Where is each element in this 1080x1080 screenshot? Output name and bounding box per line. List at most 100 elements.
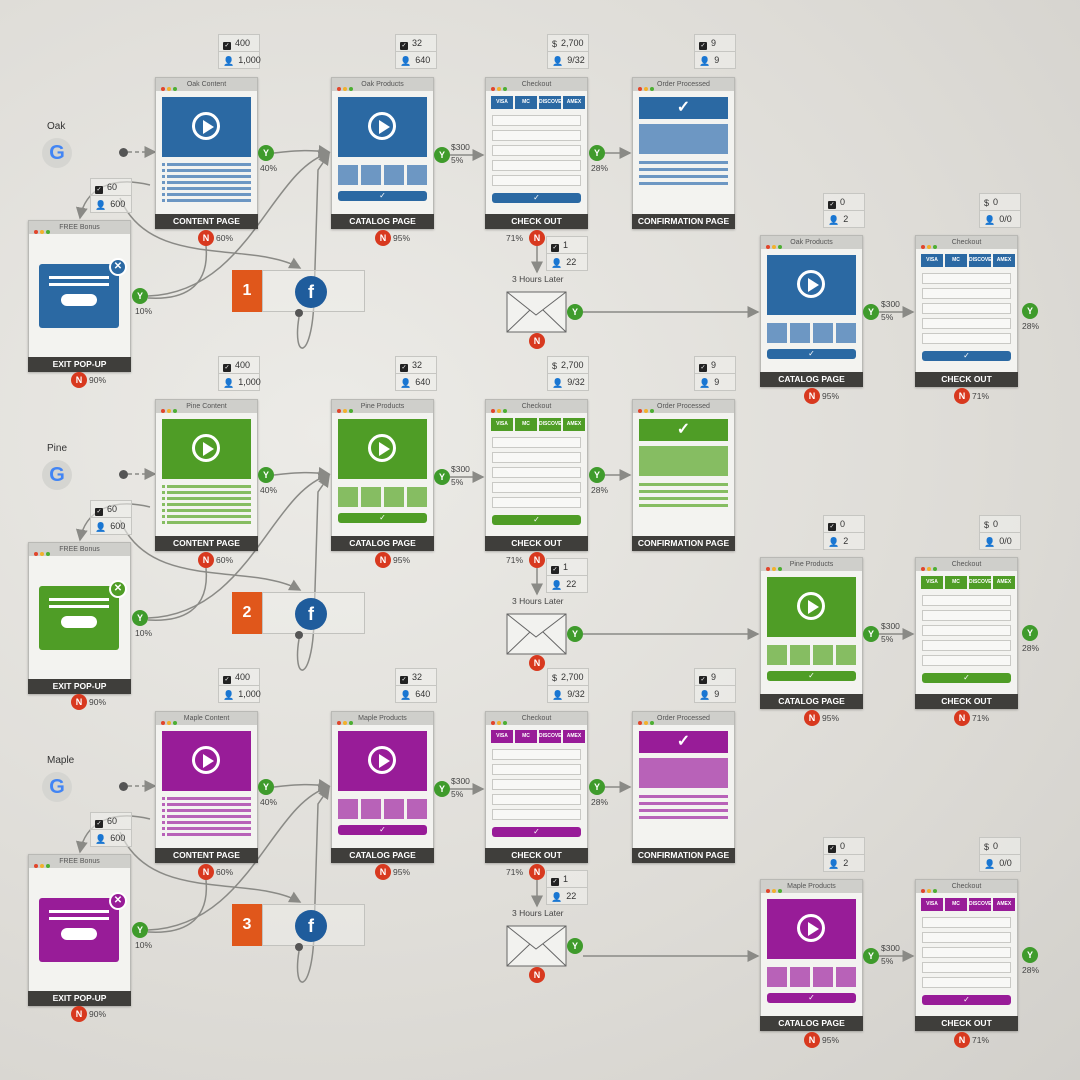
- yes-badge[interactable]: Y: [434, 147, 450, 163]
- no-badge[interactable]: N: [529, 864, 545, 880]
- form-field[interactable]: [922, 977, 1011, 988]
- form-field[interactable]: [492, 749, 581, 760]
- form-field[interactable]: [922, 333, 1011, 344]
- google-icon[interactable]: G: [42, 138, 72, 168]
- buy-button[interactable]: ✓: [767, 993, 856, 1003]
- form-field[interactable]: [922, 655, 1011, 666]
- form-field[interactable]: [922, 917, 1011, 928]
- no-badge[interactable]: N: [804, 388, 820, 404]
- google-icon[interactable]: G: [42, 460, 72, 490]
- yes-badge[interactable]: Y: [132, 922, 148, 938]
- popup-node[interactable]: FREE Bonus✕EXIT POP-UP: [28, 542, 131, 694]
- submit-button[interactable]: ✓: [492, 515, 581, 525]
- form-field[interactable]: [492, 130, 581, 141]
- envelope-icon[interactable]: [506, 925, 567, 967]
- form-field[interactable]: [922, 640, 1011, 651]
- confirm-node[interactable]: Order Processed✓CONFIRMATION PAGE: [632, 77, 735, 229]
- no-badge[interactable]: N: [198, 864, 214, 880]
- envelope-icon[interactable]: [506, 291, 567, 333]
- yes-badge[interactable]: Y: [863, 948, 879, 964]
- yes-badge[interactable]: Y: [567, 938, 583, 954]
- play-icon[interactable]: [797, 270, 825, 298]
- form-field[interactable]: [492, 482, 581, 493]
- google-icon[interactable]: G: [42, 772, 72, 802]
- no-badge[interactable]: N: [529, 552, 545, 568]
- no-badge[interactable]: N: [529, 230, 545, 246]
- catalog-node[interactable]: Maple Products✓CATALOG PAGE: [760, 879, 863, 1031]
- buy-button[interactable]: ✓: [767, 671, 856, 681]
- submit-button[interactable]: ✓: [492, 193, 581, 203]
- close-icon[interactable]: ✕: [109, 580, 127, 598]
- yes-badge[interactable]: Y: [1022, 625, 1038, 641]
- form-field[interactable]: [492, 779, 581, 790]
- play-icon[interactable]: [192, 434, 220, 462]
- form-field[interactable]: [922, 303, 1011, 314]
- form-field[interactable]: [492, 437, 581, 448]
- form-field[interactable]: [922, 273, 1011, 284]
- yes-badge[interactable]: Y: [258, 779, 274, 795]
- no-badge[interactable]: N: [71, 372, 87, 388]
- play-icon[interactable]: [797, 592, 825, 620]
- yes-badge[interactable]: Y: [589, 779, 605, 795]
- envelope-icon[interactable]: [506, 613, 567, 655]
- yes-badge[interactable]: Y: [1022, 947, 1038, 963]
- confirm-node[interactable]: Order Processed✓CONFIRMATION PAGE: [632, 711, 735, 863]
- yes-badge[interactable]: Y: [132, 288, 148, 304]
- form-field[interactable]: [492, 145, 581, 156]
- no-badge[interactable]: N: [71, 694, 87, 710]
- form-field[interactable]: [492, 467, 581, 478]
- buy-button[interactable]: ✓: [338, 825, 427, 835]
- catalog-node[interactable]: Pine Products✓CATALOG PAGE: [760, 557, 863, 709]
- form-field[interactable]: [492, 497, 581, 508]
- yes-badge[interactable]: Y: [434, 469, 450, 485]
- buy-button[interactable]: ✓: [767, 349, 856, 359]
- form-field[interactable]: [492, 160, 581, 171]
- no-badge[interactable]: N: [954, 388, 970, 404]
- form-field[interactable]: [922, 288, 1011, 299]
- yes-badge[interactable]: Y: [863, 626, 879, 642]
- no-badge[interactable]: N: [375, 230, 391, 246]
- close-icon[interactable]: ✕: [109, 892, 127, 910]
- yes-badge[interactable]: Y: [863, 304, 879, 320]
- confirm-node[interactable]: Order Processed✓CONFIRMATION PAGE: [632, 399, 735, 551]
- buy-button[interactable]: ✓: [338, 513, 427, 523]
- yes-badge[interactable]: Y: [567, 304, 583, 320]
- submit-button[interactable]: ✓: [922, 351, 1011, 361]
- form-field[interactable]: [492, 809, 581, 820]
- no-badge[interactable]: N: [804, 710, 820, 726]
- play-icon[interactable]: [192, 112, 220, 140]
- no-badge[interactable]: N: [375, 864, 391, 880]
- no-badge[interactable]: N: [954, 1032, 970, 1048]
- no-badge[interactable]: N: [71, 1006, 87, 1022]
- form-field[interactable]: [492, 115, 581, 126]
- yes-badge[interactable]: Y: [589, 145, 605, 161]
- submit-button[interactable]: ✓: [922, 673, 1011, 683]
- form-field[interactable]: [922, 625, 1011, 636]
- form-field[interactable]: [492, 794, 581, 805]
- no-badge[interactable]: N: [529, 333, 545, 349]
- catalog-node[interactable]: Oak Products✓CATALOG PAGE: [331, 77, 434, 229]
- no-badge[interactable]: N: [375, 552, 391, 568]
- play-icon[interactable]: [192, 746, 220, 774]
- yes-badge[interactable]: Y: [1022, 303, 1038, 319]
- no-badge[interactable]: N: [804, 1032, 820, 1048]
- catalog-node[interactable]: Pine Products✓CATALOG PAGE: [331, 399, 434, 551]
- form-field[interactable]: [922, 962, 1011, 973]
- no-badge[interactable]: N: [198, 230, 214, 246]
- catalog-node[interactable]: Oak Products✓CATALOG PAGE: [760, 235, 863, 387]
- submit-button[interactable]: ✓: [492, 827, 581, 837]
- yes-badge[interactable]: Y: [258, 145, 274, 161]
- play-icon[interactable]: [368, 746, 396, 774]
- form-field[interactable]: [492, 452, 581, 463]
- yes-badge[interactable]: Y: [589, 467, 605, 483]
- play-icon[interactable]: [368, 112, 396, 140]
- form-field[interactable]: [492, 175, 581, 186]
- close-icon[interactable]: ✕: [109, 258, 127, 276]
